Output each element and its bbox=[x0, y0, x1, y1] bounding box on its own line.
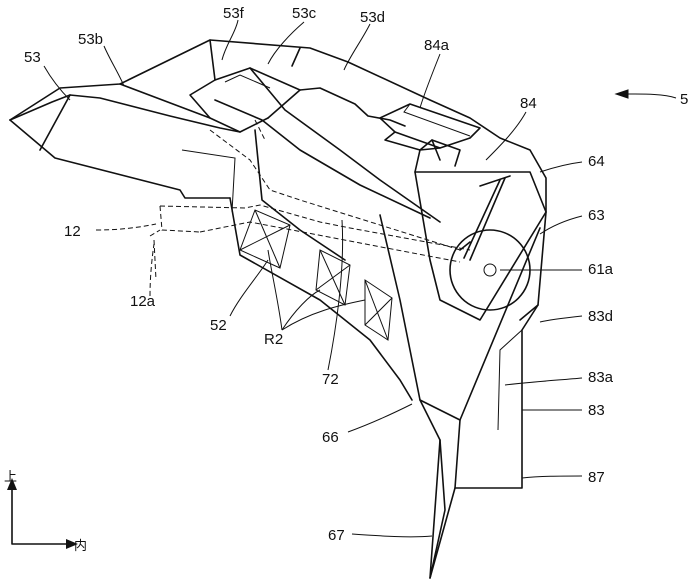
body-shell-53 bbox=[9, 39, 547, 213]
label-83: 83 bbox=[588, 402, 605, 419]
channel-53c bbox=[214, 67, 441, 223]
housing-64 bbox=[414, 149, 547, 321]
up-arrow-icon bbox=[7, 478, 17, 490]
label-R2: R2 bbox=[264, 331, 283, 348]
label-63: 63 bbox=[588, 207, 605, 224]
label-52: 52 bbox=[210, 317, 227, 334]
label-66: 66 bbox=[322, 429, 339, 446]
label-84: 84 bbox=[520, 95, 537, 112]
label-83d: 83d bbox=[588, 308, 613, 325]
label-67: 67 bbox=[328, 527, 345, 544]
axis-inner-label: 内 bbox=[74, 538, 87, 554]
hidden-lines bbox=[149, 119, 471, 281]
label-53f: 53f bbox=[223, 5, 245, 22]
label-64: 64 bbox=[588, 153, 605, 170]
axis-up-label: 上 bbox=[4, 470, 17, 485]
side-panel-83 bbox=[454, 211, 547, 489]
label-12: 12 bbox=[64, 223, 81, 240]
label-53c: 53c bbox=[292, 5, 317, 22]
label-53d: 53d bbox=[360, 9, 385, 26]
label-83a: 83a bbox=[588, 369, 614, 386]
inner-arrow-icon bbox=[66, 539, 78, 549]
labels: 53 53b 53f 53c 53d 84a 84 64 63 61a 83d … bbox=[24, 5, 688, 544]
orientation-axes: 上 内 bbox=[4, 470, 87, 554]
label-61a: 61a bbox=[588, 261, 614, 278]
leader-lines bbox=[43, 19, 677, 538]
label-12a: 12a bbox=[130, 293, 156, 310]
label-72: 72 bbox=[322, 371, 339, 388]
label-84a: 84a bbox=[424, 37, 450, 54]
figure-ref-label: 5 bbox=[680, 91, 688, 108]
bracket-84a bbox=[379, 103, 481, 167]
label-53b: 53b bbox=[78, 31, 103, 48]
arch-panel-72 bbox=[181, 129, 413, 401]
label-87: 87 bbox=[588, 469, 605, 486]
strip-66-67 bbox=[379, 214, 541, 579]
label-53: 53 bbox=[24, 49, 41, 66]
ribs-R2 bbox=[239, 209, 393, 341]
